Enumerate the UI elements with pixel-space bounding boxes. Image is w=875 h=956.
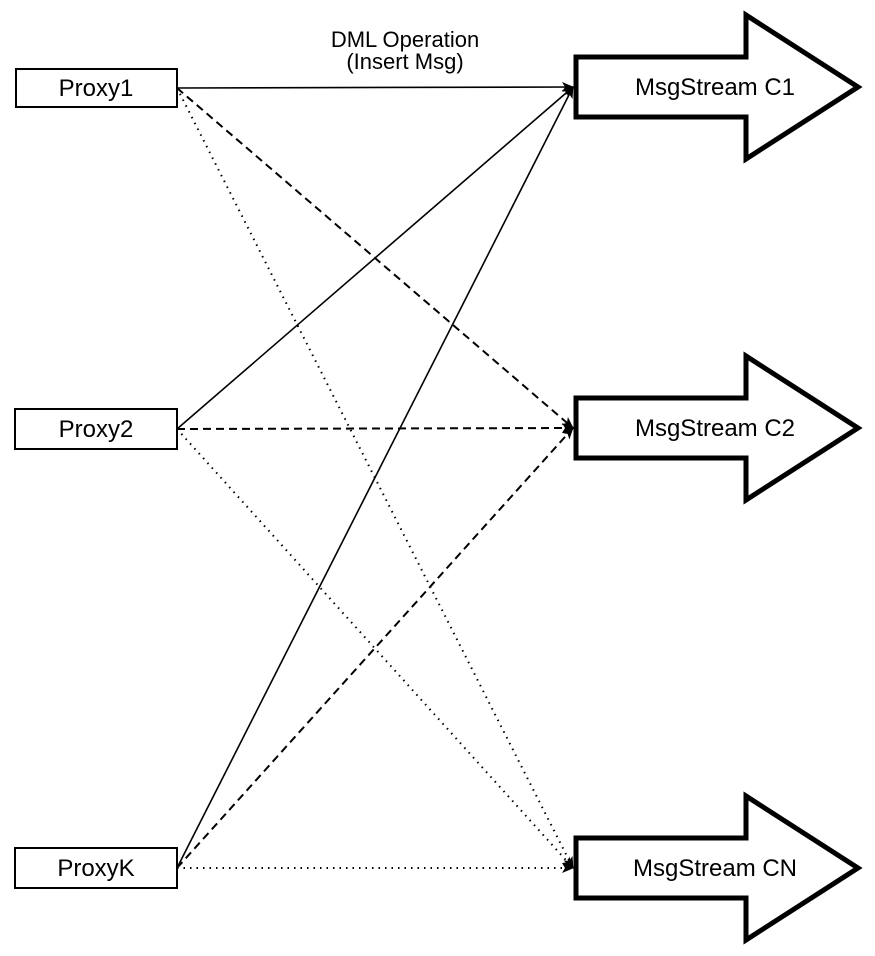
- proxyk-node: ProxyK: [14, 847, 178, 889]
- edge-proxy2-c2-dashed: [176, 423, 574, 434]
- proxy1-label: Proxy1: [59, 75, 134, 102]
- proxy2-label: Proxy2: [59, 416, 134, 443]
- stream-nodes: MsgStream C1 MsgStream C2 MsgStream CN: [573, 10, 863, 945]
- edges-layer: [176, 82, 574, 873]
- msgstream-c1-label: MsgStream C1: [635, 74, 795, 101]
- dml-operation-label-line2: (Insert Msg): [346, 49, 463, 74]
- dml-operation-label-line1: DML Operation: [331, 27, 479, 52]
- edge-proxyk-c2-dashed: [176, 427, 574, 869]
- edge-proxy1-c1-solid: [176, 82, 574, 93]
- proxy2-node: Proxy2: [14, 408, 178, 450]
- edge-proxy2-c1-solid: [176, 86, 574, 430]
- proxy1-node: Proxy1: [15, 68, 178, 108]
- edge-proxyk-c1-solid: [176, 86, 574, 869]
- edge-proxy1-cn-dotted: [176, 87, 574, 869]
- msgstream-cn-arrow-shape: [573, 791, 863, 945]
- msgstream-c1-node: MsgStream C1: [573, 10, 863, 164]
- proxyk-label: ProxyK: [57, 855, 134, 882]
- msgstream-cn-label: MsgStream CN: [633, 855, 797, 882]
- msgstream-c2-arrow-shape: [573, 351, 863, 505]
- msgstream-c2-label: MsgStream C2: [635, 415, 795, 442]
- dml-operation-label: DML Operation (Insert Msg): [331, 27, 479, 74]
- msgstream-cn-node: MsgStream CN: [573, 791, 863, 945]
- proxy1-box: [15, 68, 178, 108]
- msgstream-c2-node: MsgStream C2: [573, 351, 863, 505]
- msgstream-c1-arrow-shape: [573, 10, 863, 164]
- proxy-nodes: Proxy1 Proxy2 ProxyK: [14, 68, 178, 889]
- edge-proxy2-cn-dotted: [176, 428, 574, 869]
